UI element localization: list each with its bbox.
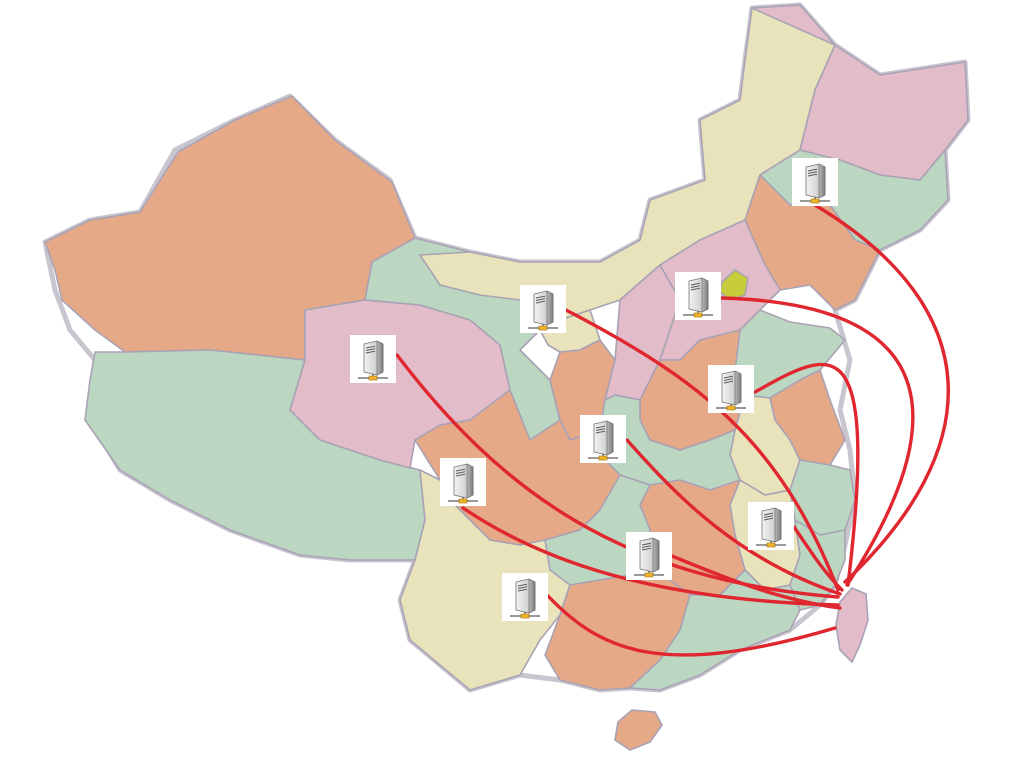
server-icon-sichuan[interactable] <box>440 458 486 506</box>
link-beijing-to-taiwan <box>720 296 915 587</box>
server-icon-hunan[interactable] <box>626 532 672 580</box>
server-icon-fujian[interactable] <box>748 502 794 550</box>
link-fujian-to-taiwan <box>792 525 844 592</box>
link-sichuan-to-taiwan <box>461 506 840 607</box>
link-shandong-to-taiwan <box>753 362 860 587</box>
server-icon-north-central[interactable] <box>520 285 566 333</box>
server-icon-central[interactable] <box>580 415 626 463</box>
server-icon-northeast[interactable] <box>792 158 838 206</box>
region-taiwan <box>835 587 869 663</box>
region-hainan <box>614 709 663 751</box>
server-icon-qinghai[interactable] <box>350 335 396 383</box>
link-hunan-to-taiwan <box>670 554 842 610</box>
server-icon-yunnan[interactable] <box>502 573 548 621</box>
server-icon-shandong[interactable] <box>708 365 754 413</box>
connection-lines <box>395 203 950 657</box>
link-northeast-to-taiwan <box>813 203 950 584</box>
server-icon-beijing[interactable] <box>675 272 721 320</box>
link-north-central-to-taiwan <box>564 308 840 592</box>
link-central-to-taiwan <box>625 438 842 596</box>
link-yunnan-to-taiwan <box>546 594 837 657</box>
